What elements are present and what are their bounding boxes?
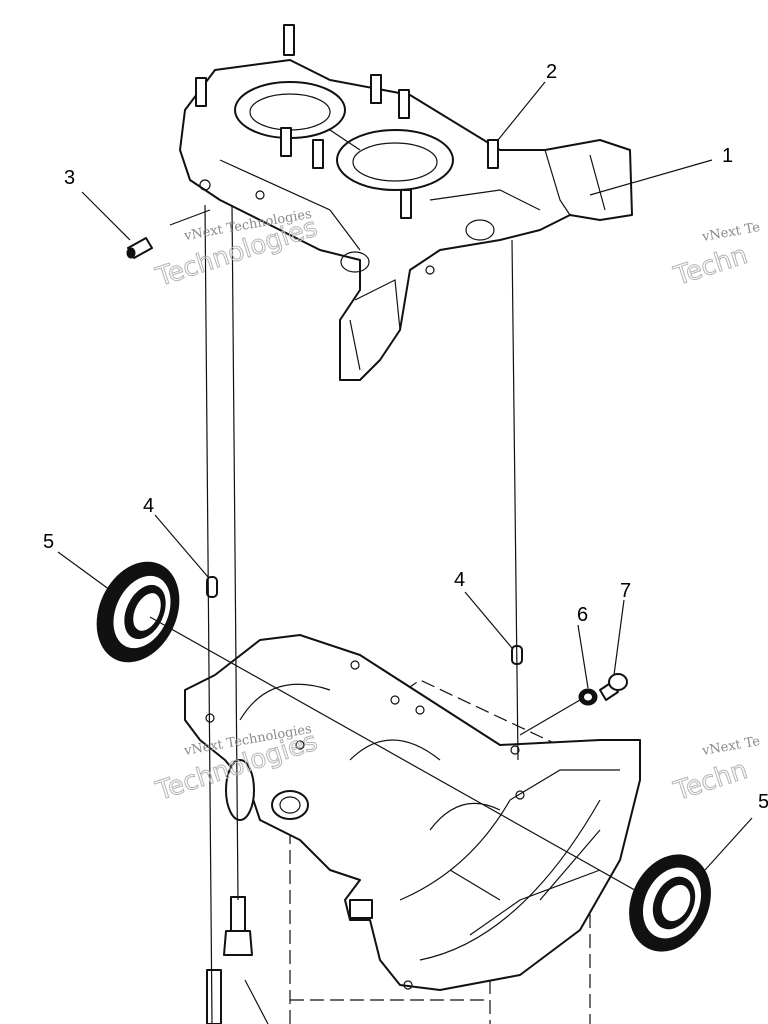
bolt-part-7 [599, 673, 628, 701]
watermark-upper-right: Techn vNext Te [669, 220, 761, 293]
upper-crankcase-half [179, 59, 633, 381]
callout-5-left: 5 [43, 531, 54, 553]
watermark-lower-right: Techn vNext Te [669, 734, 761, 808]
callout-4-left: 4 [143, 495, 154, 517]
alignment-lines [149, 204, 641, 1024]
callout-5-right: 5 [758, 791, 768, 813]
bolt-part-3 [126, 237, 153, 259]
svg-text:vNext Te: vNext Te [700, 734, 761, 759]
seal-left [96, 561, 180, 663]
callout-1: 1 [722, 145, 733, 167]
leader-lines [57, 81, 753, 1024]
svg-text:vNext Te: vNext Te [700, 220, 761, 245]
callout-2: 2 [546, 61, 557, 83]
svg-text:Techn: Techn [670, 240, 751, 292]
callout-3: 3 [64, 167, 75, 189]
callout-4-right: 4 [454, 569, 465, 591]
callout-labels: 1 2 3 4 4 5 5 6 7 [43, 61, 768, 813]
studs [195, 24, 499, 219]
callout-6: 6 [577, 604, 588, 626]
lower-crankcase-half [184, 634, 641, 991]
washer-part-6 [578, 688, 598, 706]
seal-right [629, 854, 711, 952]
watermark-upper-left: Technologies vNext Technologies [151, 207, 321, 294]
lower-bolts [206, 896, 253, 1024]
svg-text:Techn: Techn [670, 755, 751, 807]
callout-7: 7 [620, 580, 631, 602]
